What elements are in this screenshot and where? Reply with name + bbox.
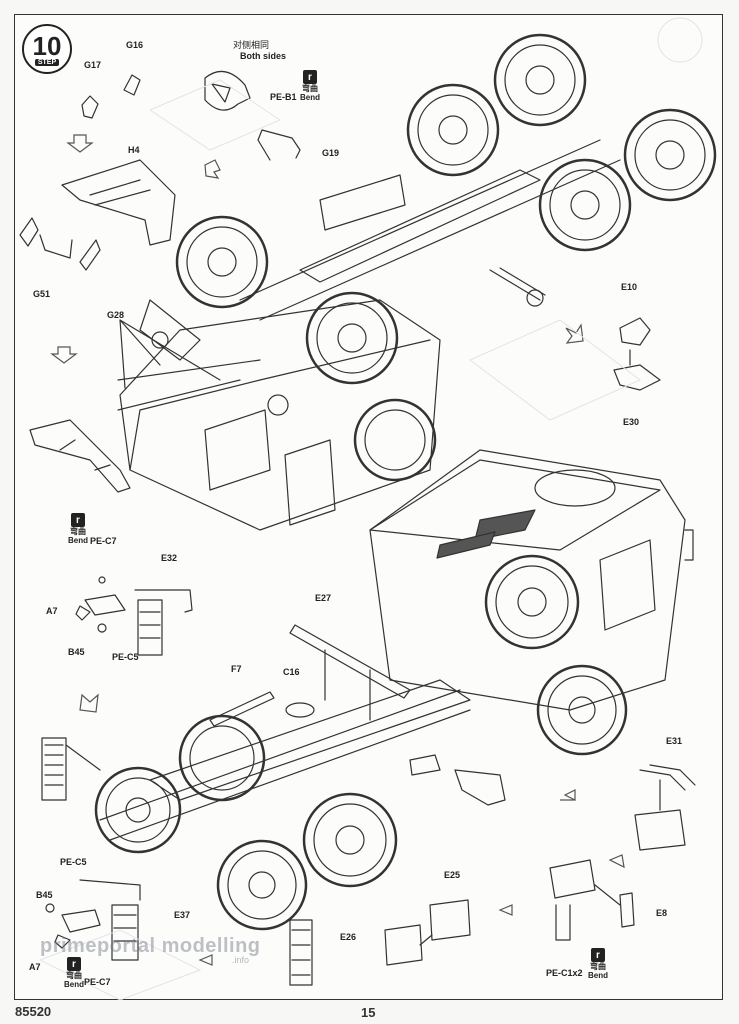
bend-marker-pe-c7-upper: r 弯曲 Bend bbox=[68, 513, 88, 545]
part-label-pe-c5-lower: PE-C5 bbox=[60, 857, 87, 867]
upper-wheel-front-1 bbox=[175, 215, 269, 309]
part-label-e31: E31 bbox=[666, 736, 683, 746]
bend-en: Bend bbox=[64, 980, 84, 989]
bend-marker-pe-b1: r 弯曲 Bend bbox=[300, 70, 320, 102]
step-badge: 10 STEP bbox=[22, 24, 72, 74]
bend-icon: r bbox=[303, 70, 317, 84]
part-label-e10: E10 bbox=[621, 282, 638, 292]
watermark-text: primeportal modelling bbox=[40, 935, 261, 957]
bend-en: Bend bbox=[300, 93, 320, 102]
part-label-a7-upper: A7 bbox=[46, 606, 58, 616]
upper-wheel-front-2 bbox=[305, 291, 399, 385]
part-label-e37: E37 bbox=[174, 910, 191, 920]
callout-cn: 对侧相同 bbox=[233, 40, 270, 50]
page-number: 15 bbox=[361, 1005, 376, 1020]
part-label-e26: E26 bbox=[340, 932, 357, 942]
upper-wheel-rear-1 bbox=[493, 33, 587, 127]
bend-marker-pe-c7-lower: r 弯曲 Bend bbox=[64, 957, 84, 989]
upper-wheel-rear-4 bbox=[538, 158, 632, 252]
step-label: STEP bbox=[34, 58, 60, 66]
part-label-e25: E25 bbox=[444, 870, 461, 880]
upper-wheel-rear-2 bbox=[406, 83, 500, 177]
bend-en: Bend bbox=[68, 536, 88, 545]
part-label-pe-b1: PE-B1 bbox=[270, 92, 297, 102]
bend-icon: r bbox=[67, 957, 81, 971]
step-number: 10 bbox=[32, 30, 62, 61]
bend-icon: r bbox=[591, 948, 605, 962]
bend-icon: r bbox=[71, 513, 85, 527]
part-label-g28: G28 bbox=[107, 310, 125, 320]
part-label-pe-c5-upper: PE-C5 bbox=[112, 652, 139, 662]
bend-cn: 弯曲 bbox=[70, 527, 86, 536]
bend-cn: 弯曲 bbox=[302, 84, 318, 93]
kit-number: 85520 bbox=[15, 1004, 52, 1019]
bend-cn: 弯曲 bbox=[66, 971, 82, 980]
bend-cn: 弯曲 bbox=[590, 962, 606, 971]
bend-en: Bend bbox=[588, 971, 608, 980]
part-label-b45-upper: B45 bbox=[68, 647, 85, 657]
part-label-f7: F7 bbox=[231, 664, 242, 674]
part-label-h4: H4 bbox=[128, 145, 140, 155]
part-label-pe-c7-lower: PE-C7 bbox=[84, 977, 111, 987]
part-label-e27: E27 bbox=[315, 593, 332, 603]
part-label-g19: G19 bbox=[322, 148, 340, 158]
watermark-sub: .info bbox=[232, 955, 250, 965]
page-frame bbox=[14, 14, 723, 1000]
part-label-e30: E30 bbox=[623, 417, 640, 427]
part-label-pe-c7-upper: PE-C7 bbox=[90, 536, 117, 546]
upper-wheel-rear-3 bbox=[623, 108, 717, 202]
part-label-pe-c1x2: PE-C1x2 bbox=[546, 968, 583, 978]
part-label-e32: E32 bbox=[161, 553, 178, 563]
part-label-b45-lower: B45 bbox=[36, 890, 53, 900]
part-label-g51: G51 bbox=[33, 289, 51, 299]
part-label-e8: E8 bbox=[656, 908, 668, 918]
bend-marker-pe-c1: r 弯曲 Bend bbox=[588, 948, 608, 980]
part-label-g17: G17 bbox=[84, 60, 102, 70]
part-label-a7-lower: A7 bbox=[29, 962, 41, 972]
part-label-c16: C16 bbox=[283, 667, 300, 677]
callout-en: Both sides bbox=[240, 51, 287, 61]
upper-wheel-front-3 bbox=[353, 398, 437, 482]
part-label-g16: G16 bbox=[126, 40, 144, 50]
